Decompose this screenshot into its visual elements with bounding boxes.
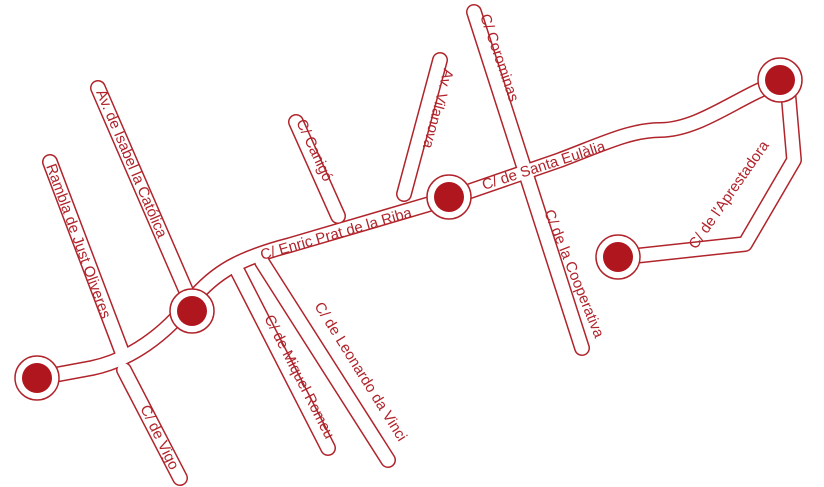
location-dot-icon[interactable] bbox=[757, 57, 803, 103]
road-fills bbox=[31, 5, 801, 485]
location-dot-icon[interactable] bbox=[169, 288, 215, 334]
label-isabel-catolica: Av. de Isabel la Católica bbox=[92, 87, 170, 241]
label-santa-eulalia: C/ de Santa Eulàlia bbox=[480, 138, 608, 194]
label-rambla-just-oliveres: Rambla de Just Oliveres bbox=[42, 162, 114, 321]
location-dot-icon[interactable] bbox=[14, 355, 60, 401]
label-aprestadora: C/ de l'Aprestadora bbox=[685, 137, 773, 252]
label-vigo: C/ de Vigo bbox=[136, 402, 182, 472]
street-labels: Rambla de Just Oliveres Av. de Isabel la… bbox=[42, 12, 773, 473]
markers bbox=[14, 57, 803, 401]
location-dot-icon[interactable] bbox=[426, 174, 472, 220]
location-dot-icon[interactable] bbox=[595, 234, 641, 280]
